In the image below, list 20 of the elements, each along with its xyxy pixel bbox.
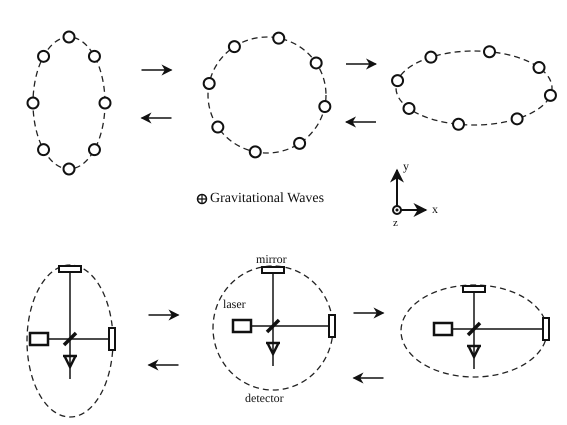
part-label: laser <box>223 298 246 310</box>
arrow <box>142 64 173 76</box>
arrow <box>147 359 178 371</box>
caption-text: Gravitational Waves <box>210 192 324 206</box>
interferometer-drawing <box>24 262 116 420</box>
part-label: detector <box>245 392 284 404</box>
arrow <box>354 307 385 319</box>
interferometer-drawing <box>398 282 550 380</box>
arrow <box>140 112 172 124</box>
arrow <box>344 116 376 128</box>
part-label: mirror <box>256 253 287 265</box>
axis-label: x <box>432 203 438 215</box>
arrow <box>346 58 378 70</box>
particle-ring-drawing <box>205 34 329 156</box>
axis-label: y <box>403 160 409 172</box>
particle-ring-drawing <box>393 48 555 128</box>
axis-label: z <box>393 218 398 229</box>
arrow <box>352 372 384 384</box>
interferometer-drawing <box>211 252 339 402</box>
arrow <box>148 309 180 321</box>
